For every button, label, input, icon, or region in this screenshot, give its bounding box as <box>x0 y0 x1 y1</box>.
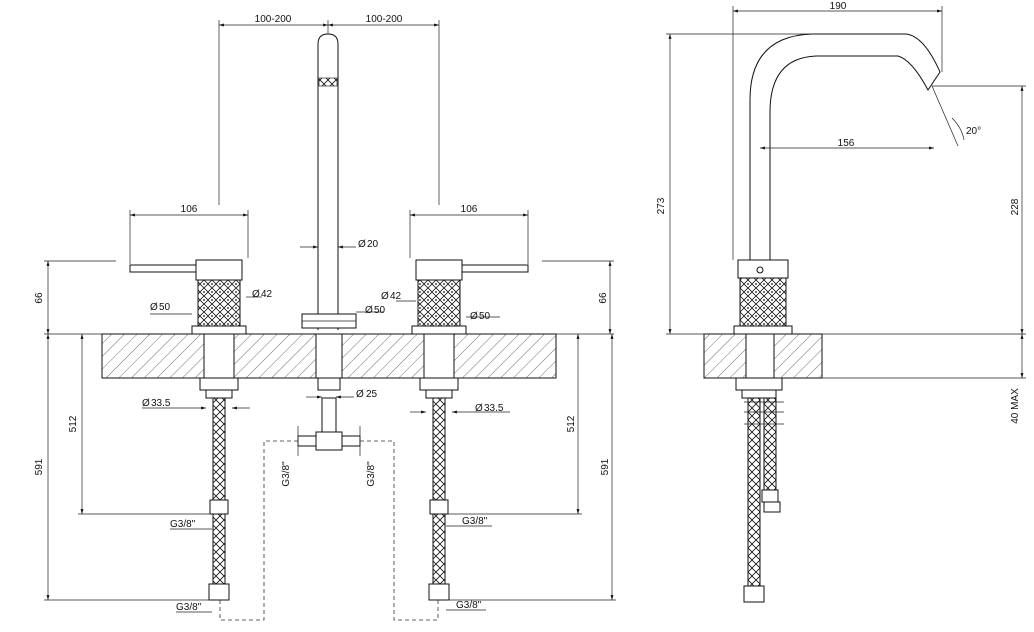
dim-knob-left-symbol: Ø <box>252 289 260 300</box>
tee-connector <box>297 397 361 456</box>
front-view: 100-200 100-200 106 106 Ø 20 Ø 42 Ø 42 Ø… <box>34 14 616 621</box>
dim-knob-right-symbol: Ø <box>381 291 389 302</box>
dim-spout-diameter-symbol: Ø <box>358 239 366 250</box>
spout <box>301 33 357 330</box>
side-view: 190 156 20° 273 228 40 MAX <box>656 1 1026 603</box>
dim-total-left: 591 <box>34 458 45 475</box>
dim-base-left-symbol: Ø <box>150 302 158 313</box>
thread-upper-right: G3/8" <box>462 516 488 527</box>
side-spout <box>749 33 941 260</box>
thread-lower-right: G3/8" <box>456 600 482 611</box>
dim-spread-right: 100-200 <box>366 14 403 25</box>
dim-shank-right-symbol: Ø <box>475 403 483 414</box>
dim-spout-height: 228 <box>1010 198 1021 215</box>
dim-base-right: 50 <box>479 311 491 322</box>
dim-shank-left: 33.5 <box>151 398 171 409</box>
dim-total-right: 591 <box>600 458 611 475</box>
dim-spout-offset: 156 <box>838 138 855 149</box>
dim-handle-right: 106 <box>461 204 478 215</box>
dim-spout-angle: 20° <box>966 126 981 137</box>
dim-shank-center: 25 <box>366 389 378 400</box>
dim-spout-diameter: 20 <box>367 239 379 250</box>
thread-upper-left: G3/8" <box>170 519 196 530</box>
dim-handle-left: 106 <box>181 204 198 215</box>
dim-valve-height-left: 66 <box>34 292 45 304</box>
dim-max-deck: 40 MAX <box>1010 388 1021 424</box>
dim-base-left: 50 <box>159 302 171 313</box>
dim-knob-left: 42 <box>261 289 273 300</box>
dim-spread-left: 100-200 <box>255 14 292 25</box>
dim-hose-left: 512 <box>68 415 79 432</box>
thread-lower-left: G3/8" <box>176 602 202 613</box>
dim-hose-right: 512 <box>566 415 577 432</box>
left-hose <box>208 397 230 601</box>
dim-knob-right: 42 <box>390 291 402 302</box>
dim-total-height: 273 <box>656 197 667 214</box>
right-valve <box>411 259 529 335</box>
dim-base-center-symbol: Ø <box>365 305 373 316</box>
dim-reach: 190 <box>830 1 847 12</box>
thread-tee-left: G3/8" <box>281 461 292 487</box>
dim-shank-center-symbol: Ø <box>356 389 364 400</box>
left-valve <box>129 259 247 335</box>
dim-shank-left-symbol: Ø <box>142 398 150 409</box>
right-hose <box>428 397 450 601</box>
dim-valve-height-right: 66 <box>598 292 609 304</box>
dim-base-center: 50 <box>374 305 386 316</box>
dim-base-right-symbol: Ø <box>470 311 478 322</box>
dim-shank-right: 33.5 <box>484 403 504 414</box>
thread-tee-right: G3/8" <box>366 461 377 487</box>
